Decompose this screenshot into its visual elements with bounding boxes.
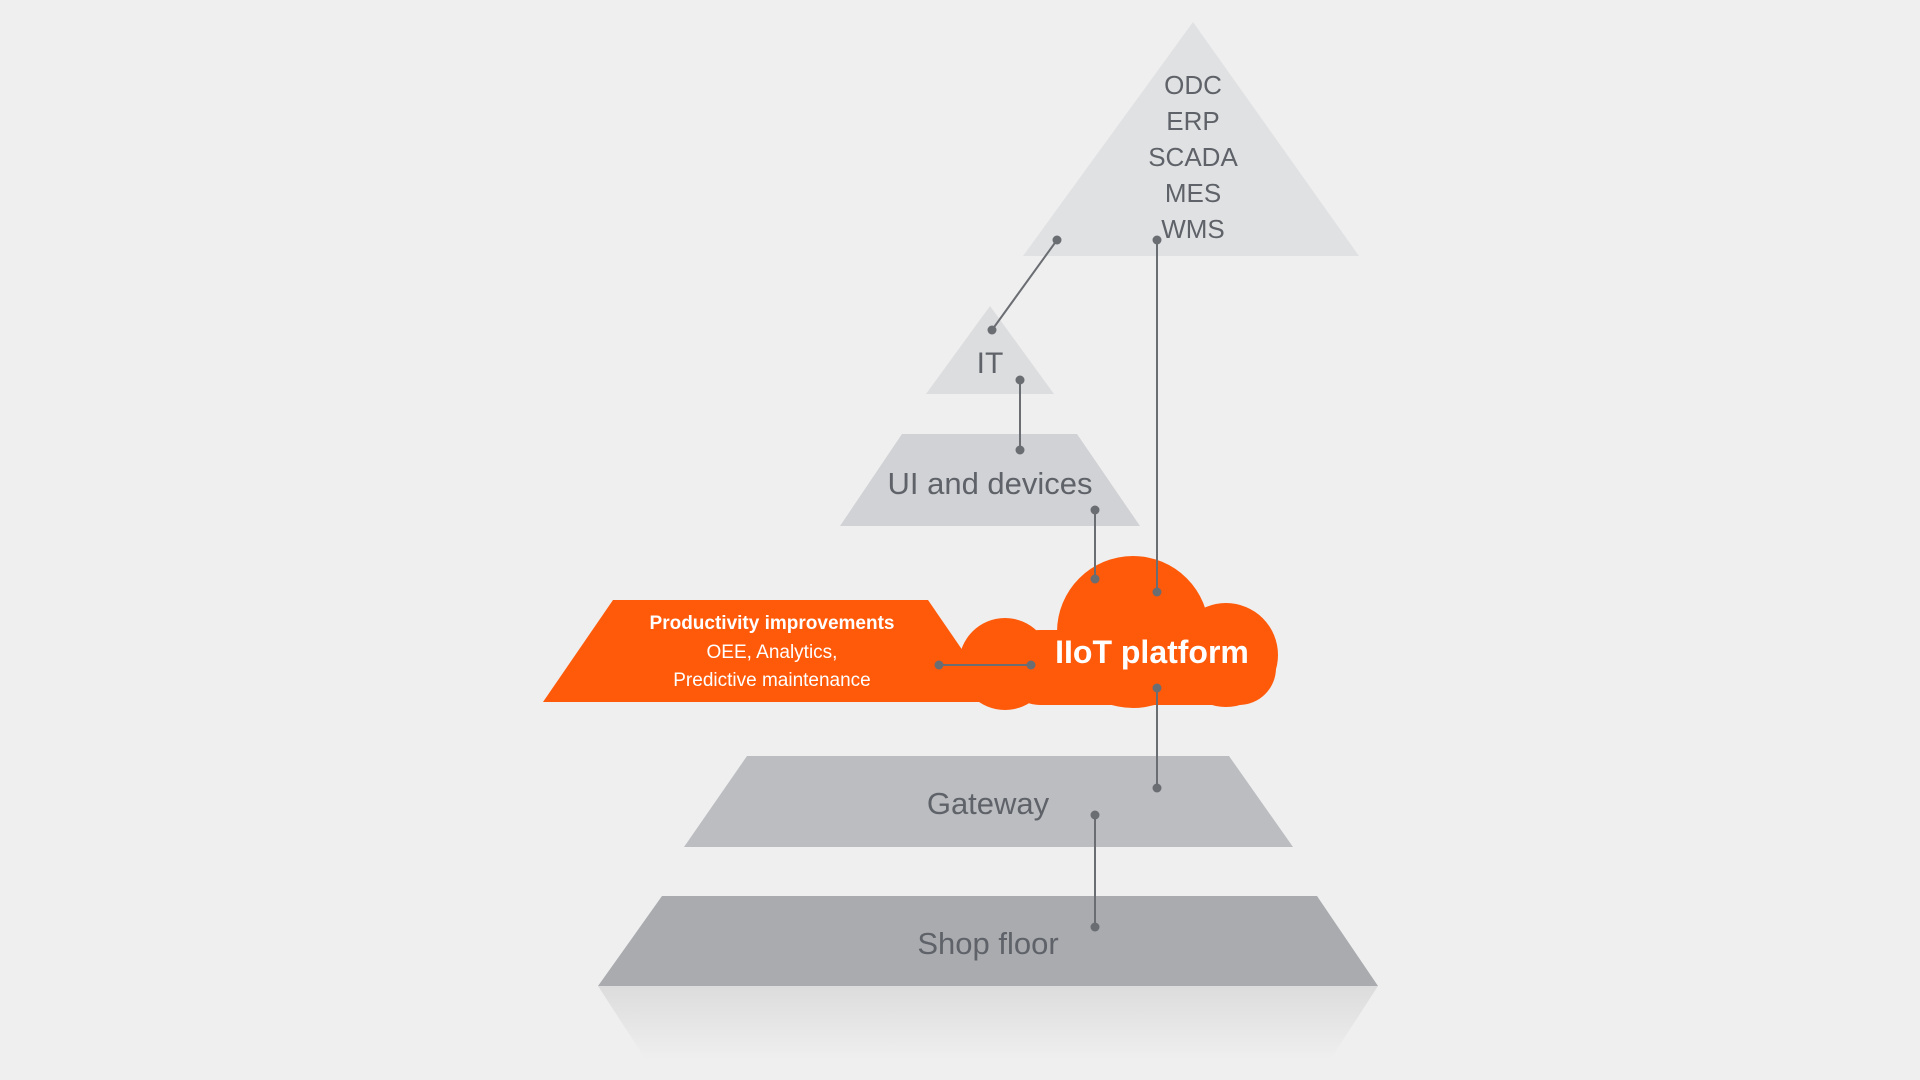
- top-tier-line-4: MES: [1165, 178, 1221, 208]
- it-tier-triangle: [926, 306, 1054, 394]
- connector-dot: [1090, 810, 1100, 820]
- shop-floor-reflection: [598, 986, 1378, 1060]
- iiot-platform-cloud: [959, 556, 1278, 710]
- connector-dot: [1090, 505, 1100, 515]
- connector-dot: [987, 325, 997, 335]
- connector-dot: [1090, 574, 1100, 584]
- top-tier-line-3: SCADA: [1148, 142, 1238, 172]
- productivity-title: Productivity improvements: [650, 613, 895, 634]
- connector-dot: [1152, 587, 1162, 597]
- it-label: IT: [977, 347, 1004, 380]
- top-tier-line-1: ODC: [1164, 70, 1222, 100]
- shop-floor-tier: [598, 896, 1378, 986]
- top-tier-labels: ODC ERP SCADA MES WMS: [1148, 70, 1238, 244]
- connector-dot: [1152, 235, 1162, 245]
- connector-dot: [1052, 235, 1062, 245]
- productivity-line-1: OEE, Analytics,: [707, 642, 838, 663]
- productivity-line-2: Predictive maintenance: [673, 670, 871, 691]
- iiot-platform-label: IIoT platform: [1055, 634, 1249, 670]
- top-tier-line-5: WMS: [1161, 214, 1225, 244]
- ui-devices-label: UI and devices: [887, 466, 1092, 501]
- connector-dot: [934, 660, 944, 670]
- gateway-tier: [684, 756, 1293, 847]
- connector-dot: [1152, 783, 1162, 793]
- productivity-tier: [543, 600, 998, 702]
- connector-dot: [1015, 445, 1025, 455]
- top-tier-line-2: ERP: [1166, 106, 1219, 136]
- connector-dot: [1152, 683, 1162, 693]
- connector-dot: [1015, 375, 1025, 385]
- top-tier-triangle: [1023, 22, 1359, 256]
- connector-top-it: [991, 239, 1058, 331]
- connectors: [934, 235, 1162, 932]
- connector-dot: [1090, 922, 1100, 932]
- connector-dot: [1026, 660, 1036, 670]
- gateway-label: Gateway: [927, 786, 1050, 821]
- ui-devices-tier: [840, 434, 1140, 526]
- shop-floor-label: Shop floor: [917, 926, 1058, 961]
